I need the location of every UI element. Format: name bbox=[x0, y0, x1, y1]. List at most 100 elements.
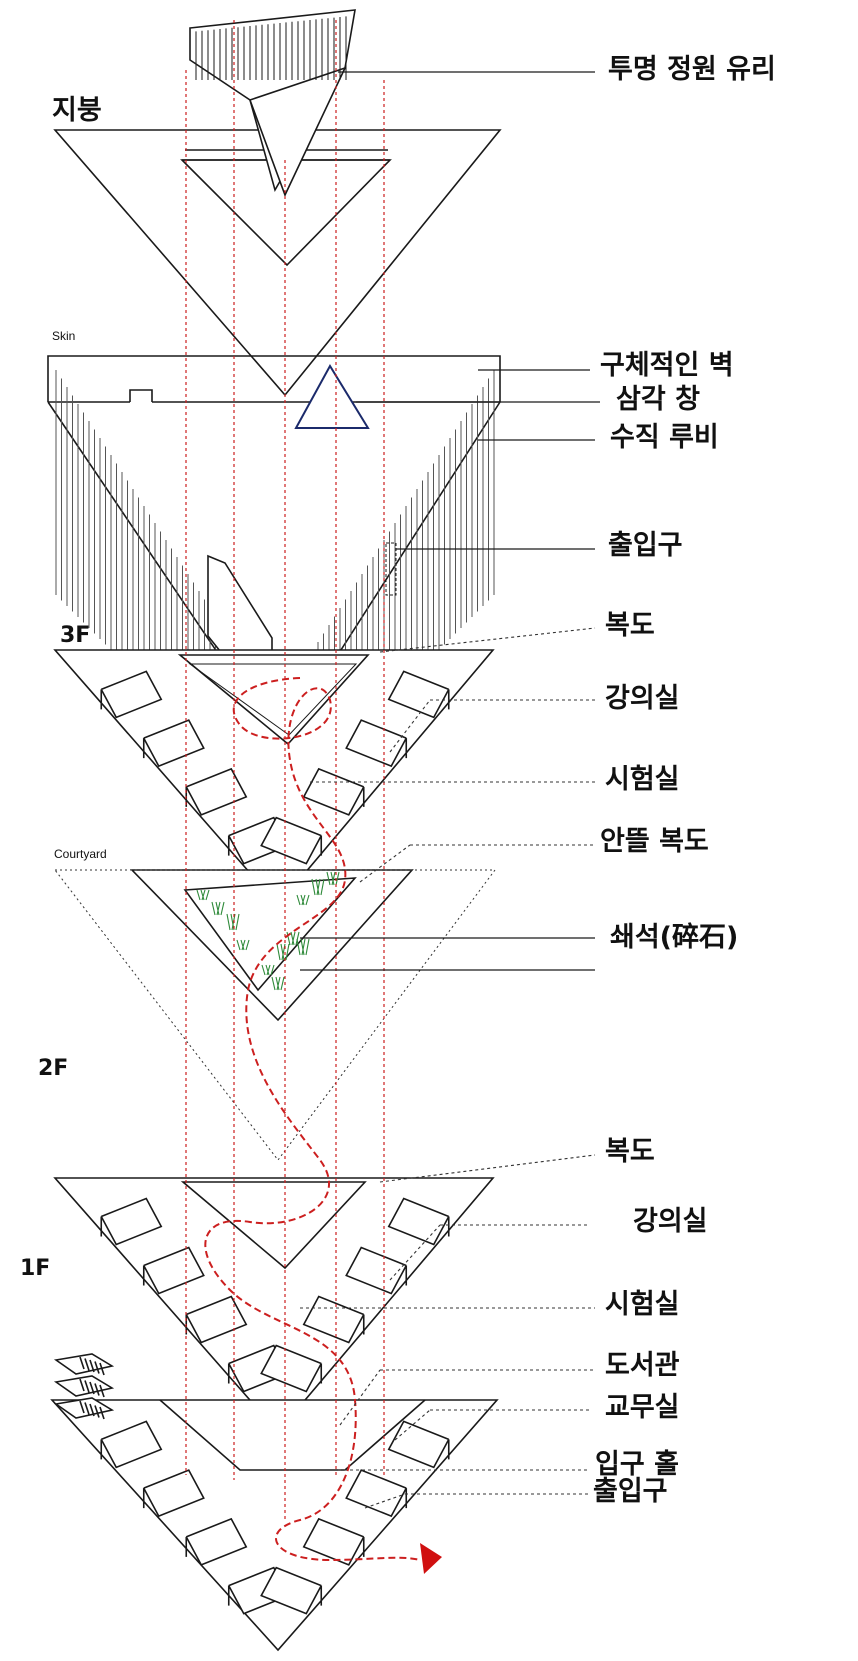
plant-stroke bbox=[276, 943, 281, 961]
room-left bbox=[143, 1246, 205, 1295]
plant-stroke bbox=[200, 889, 205, 901]
plant-stroke bbox=[300, 894, 305, 906]
plant-stroke bbox=[330, 871, 335, 886]
plant-stroke bbox=[301, 894, 306, 906]
room-right bbox=[387, 1420, 450, 1469]
room-right bbox=[387, 1197, 450, 1246]
plant-stroke bbox=[280, 976, 285, 991]
room-left bbox=[100, 1197, 163, 1246]
plant-stroke bbox=[316, 878, 321, 896]
floor-3f bbox=[53, 649, 495, 907]
leader-lines-dashed bbox=[300, 627, 596, 1509]
stair-tread bbox=[79, 1378, 85, 1392]
stair-tread bbox=[79, 1356, 85, 1370]
callout-gravel: 쇄석(碎石) bbox=[610, 922, 739, 953]
entrance-arrow bbox=[420, 1543, 442, 1574]
room-left bbox=[185, 1517, 248, 1566]
room-left bbox=[185, 1295, 248, 1344]
callout-faculty-office: 교무실 bbox=[605, 1392, 680, 1423]
plant-stroke bbox=[335, 871, 340, 886]
plant-stroke bbox=[245, 939, 250, 951]
room-right bbox=[302, 1517, 365, 1566]
plant-stroke bbox=[300, 938, 305, 956]
plant-stroke bbox=[265, 964, 270, 976]
plant-stroke bbox=[236, 939, 241, 951]
courtyard-dotted-outline bbox=[54, 869, 496, 1161]
stair-tread bbox=[94, 1405, 100, 1418]
callout-corridor-2f: 복도 bbox=[605, 1136, 655, 1167]
stair-flight bbox=[53, 1375, 115, 1397]
callout-entrance-hall: 입구 홀 bbox=[595, 1449, 679, 1480]
room-right bbox=[345, 1469, 407, 1518]
glass-garden-box bbox=[189, 9, 356, 198]
stair-tread bbox=[84, 1380, 90, 1393]
plant-stroke bbox=[276, 976, 281, 991]
callout-classroom-3f: 강의실 bbox=[605, 683, 680, 714]
plant-stroke bbox=[275, 976, 280, 991]
room-left bbox=[143, 719, 205, 768]
stair-tread bbox=[89, 1403, 95, 1417]
triangle-window bbox=[294, 364, 370, 429]
plant-stroke bbox=[280, 943, 285, 961]
stair-tread bbox=[99, 1384, 105, 1398]
room-right bbox=[345, 719, 407, 768]
stair-flight bbox=[53, 1353, 115, 1375]
plant-stroke bbox=[261, 964, 266, 976]
callout-classroom-2f: 강의실 bbox=[633, 1206, 708, 1237]
room-right bbox=[387, 670, 450, 719]
plant-stroke bbox=[211, 901, 216, 916]
room-right bbox=[260, 1344, 322, 1393]
leader-lines bbox=[300, 71, 600, 971]
plant-stroke bbox=[270, 964, 275, 976]
callout-vertical-louver: 수직 루비 bbox=[610, 422, 719, 453]
room-left bbox=[185, 767, 248, 816]
callout-transparent-garden-glass: 투명 정원 유리 bbox=[608, 54, 776, 85]
room-left bbox=[143, 1469, 205, 1518]
floor-1f bbox=[50, 1353, 499, 1652]
stair-tread bbox=[84, 1402, 90, 1415]
plant-stroke bbox=[320, 878, 325, 896]
callout-entrance-1f: 출입구 bbox=[593, 1476, 668, 1507]
roof-label: 지붕 bbox=[52, 95, 102, 126]
floor-2f-label: 2F bbox=[38, 1056, 69, 1081]
plant-stroke bbox=[205, 889, 210, 901]
plant-stroke bbox=[220, 901, 225, 916]
callout-concrete-wall: 구체적인 벽 bbox=[600, 350, 734, 381]
plant-stroke bbox=[296, 894, 301, 906]
alignment-lines bbox=[185, 20, 385, 1520]
stair-tread bbox=[79, 1400, 85, 1414]
plant-stroke bbox=[305, 938, 310, 956]
stair-tread bbox=[89, 1381, 95, 1395]
callout-library: 도서관 bbox=[605, 1350, 680, 1381]
plant-stroke bbox=[215, 901, 220, 916]
callout-skin-entrance: 출입구 bbox=[608, 530, 683, 561]
plant-stroke bbox=[315, 878, 320, 896]
plant-stroke bbox=[216, 901, 221, 916]
plant-stroke bbox=[295, 931, 300, 946]
skin-side-door bbox=[385, 542, 397, 596]
plant-stroke bbox=[286, 931, 291, 946]
stair-tread bbox=[99, 1406, 105, 1420]
plant-stroke bbox=[291, 931, 296, 946]
plant-stroke bbox=[226, 913, 231, 931]
room-right bbox=[260, 816, 322, 865]
courtyard-label: Courtyard bbox=[54, 847, 107, 861]
room-right bbox=[345, 1246, 407, 1295]
floor-2f bbox=[53, 1177, 495, 1434]
plant-stroke bbox=[331, 871, 336, 886]
plant-stroke bbox=[235, 913, 240, 931]
room-left bbox=[100, 670, 163, 719]
plant-stroke bbox=[305, 894, 310, 906]
stair-tread bbox=[99, 1362, 105, 1376]
plant-stroke bbox=[240, 939, 245, 951]
floor-1f-label: 1F bbox=[20, 1256, 51, 1281]
plant-stroke bbox=[290, 931, 295, 946]
plant-stroke bbox=[266, 964, 271, 976]
callout-lab-2f: 시험실 bbox=[605, 1289, 680, 1320]
plant-stroke bbox=[196, 889, 201, 901]
floor-3f-label: 3F bbox=[60, 623, 91, 648]
plant-stroke bbox=[241, 939, 246, 951]
skin-label: Skin bbox=[52, 329, 76, 343]
